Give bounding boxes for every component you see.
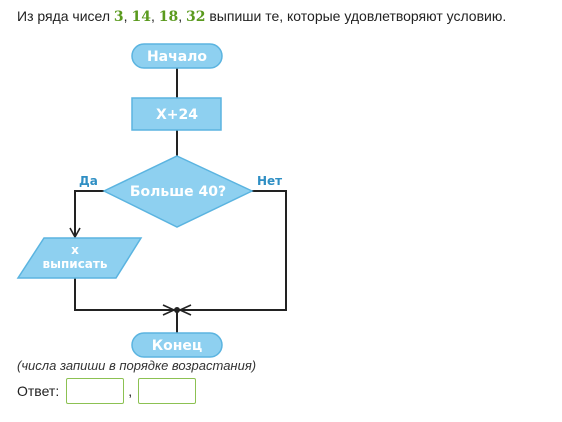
decision-label: Больше 40? xyxy=(130,184,226,200)
task-prefix: Из ряда чисел xyxy=(17,8,114,24)
task-number-1: 3 xyxy=(113,9,124,25)
task-number-3: 18 xyxy=(158,9,179,25)
end-label: Конец xyxy=(152,338,203,354)
arrowhead-down-icon xyxy=(69,227,81,239)
task-number-separator: , xyxy=(178,8,186,24)
task-text: Из ряда чисел 3, 14, 18, 32 выпиши те, к… xyxy=(17,6,557,27)
task-number-separator: , xyxy=(123,8,132,24)
task-number-separator: , xyxy=(150,8,159,24)
flowchart-connectors xyxy=(74,67,287,333)
answer-row: Ответ: , xyxy=(17,376,197,406)
answer-separator: , xyxy=(128,383,133,399)
decision-diamond xyxy=(102,155,254,228)
connector-output-merge xyxy=(74,278,177,311)
output-parallelogram xyxy=(16,237,143,279)
answer-label: Ответ: xyxy=(17,383,60,399)
process-label: X+24 xyxy=(156,107,198,123)
process-box xyxy=(131,97,222,131)
hint-text: (числа запиши в порядке возрастания) xyxy=(17,358,257,373)
flowchart: Начало X+24 Больше 40? Да Нет x выписать… xyxy=(16,43,287,358)
task-number-4: 32 xyxy=(185,9,206,25)
output-label-line2: выписать xyxy=(43,257,108,271)
no-branch-label: Нет xyxy=(257,174,282,188)
start-terminal xyxy=(131,43,223,69)
start-label: Начало xyxy=(147,49,207,65)
connector-yes-branch xyxy=(74,190,104,236)
task-suffix: выпиши те, которые удовлетворяют условию… xyxy=(205,8,507,24)
connector-no-branch xyxy=(177,190,287,311)
merge-point xyxy=(174,307,180,313)
task-number-2: 14 xyxy=(131,9,151,25)
answer-field-1[interactable] xyxy=(66,378,125,404)
yes-branch-label: Да xyxy=(79,174,98,188)
answer-field-2[interactable] xyxy=(138,378,197,404)
end-terminal xyxy=(131,332,223,358)
output-label-line1: x xyxy=(71,243,79,257)
